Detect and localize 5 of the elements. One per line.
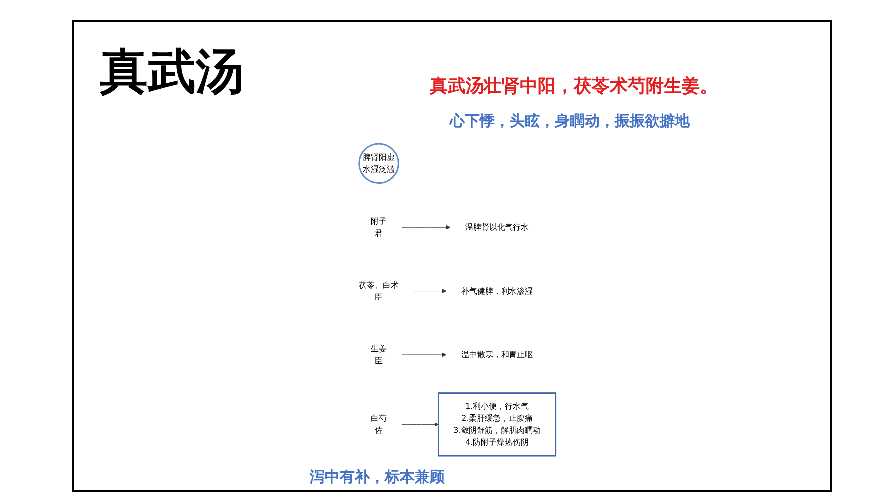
symptom-text: 心下悸，头眩，身瞤动，振振欲擗地: [450, 112, 690, 131]
summary-text: 泻中有补，标本兼顾: [310, 468, 445, 487]
title: 真武汤: [100, 43, 244, 102]
verse-text: 真武汤壮肾中阳，茯苓术芍附生姜。: [430, 75, 718, 98]
arrow: [402, 422, 439, 427]
